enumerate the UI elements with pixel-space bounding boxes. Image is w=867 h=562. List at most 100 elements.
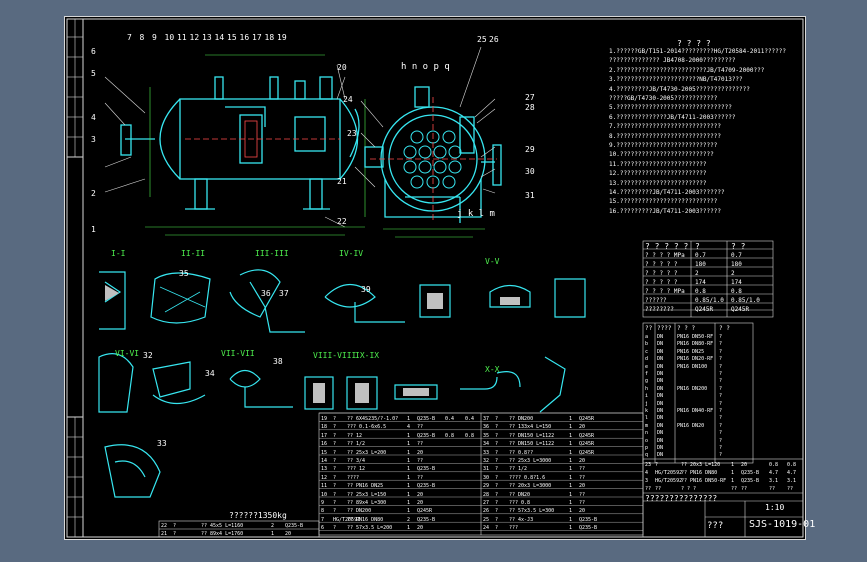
balloon-6: 6 — [91, 47, 96, 56]
bom-cell: ? — [495, 474, 499, 481]
balloon-10: 10 — [164, 33, 175, 42]
dimension-lines — [145, 54, 366, 236]
nozzle-table-header: ???? — [657, 325, 672, 332]
note-line: 11.???????????????????????? — [609, 160, 707, 168]
bom-cell: ?? 57x3.5 L=200 — [347, 525, 393, 532]
note-line: ?????GB/T4730-2005???????????? — [609, 95, 718, 102]
bom-cell: ??? 0.8 — [509, 500, 531, 506]
bom-cell: 20 — [579, 458, 586, 464]
nozzle-table-cell: ? — [719, 437, 723, 444]
note-line: 13.???????????????????????? — [609, 179, 707, 187]
bom-cell: 1 — [569, 416, 573, 422]
detail-views-row-2 — [98, 353, 566, 413]
tech-table-cell: 2 — [731, 270, 735, 277]
bom-cell: ? — [333, 458, 337, 464]
bom-cell: ? — [495, 508, 499, 515]
balloon-35: 35 — [179, 269, 189, 278]
title-row-cell: HG/T20592 — [655, 478, 683, 484]
bom-cell: 20 — [579, 508, 586, 515]
bom-cell: ? — [495, 516, 499, 523]
nozzle-table-cell: ? — [719, 408, 723, 414]
tech-table-cell: 180 — [731, 261, 742, 268]
bom-cell: 1 — [407, 416, 411, 422]
bom-cell: ?? 57x3.5 L=300 — [509, 508, 555, 515]
balloon-30: 30 — [525, 167, 535, 176]
side-view-bottom-letters: j k l m — [457, 209, 495, 219]
bom-cell: Q245R — [579, 449, 595, 456]
nozzle-table-cell: l — [645, 415, 649, 422]
bom-cell: 27 — [483, 500, 490, 506]
nozzle-table-cell: DN — [657, 430, 664, 437]
note-line: 12.???????????????????????? — [609, 170, 707, 178]
balloon-7: 7 — [127, 33, 132, 42]
balloon-5: 5 — [91, 69, 96, 78]
note-line: 7.????????????????????????????? — [609, 123, 721, 131]
nozzle-table-cell: DN — [657, 422, 664, 429]
scale: 1:10 — [765, 503, 785, 512]
balloon-27: 27 — [525, 93, 535, 102]
bom-cell: ? — [495, 458, 499, 464]
balloon-26: 26 — [489, 35, 499, 44]
title-header-cell: ?? — [731, 486, 738, 492]
section-label: III-III — [255, 249, 289, 258]
title-row-cell: 0.8 — [769, 462, 779, 468]
title-row-cell: 1 — [731, 462, 735, 468]
nozzle-table-cell: DN — [657, 348, 664, 355]
title-row-cell: Q235-B — [741, 478, 760, 484]
bom-cell: ? — [333, 441, 337, 448]
nozzle-table-cell: n — [645, 430, 649, 437]
bom-cell: ? — [495, 483, 499, 490]
bom-cell: Q245R — [579, 416, 595, 422]
bom-cell: 30 — [483, 474, 490, 481]
bom-cell: ? — [495, 424, 499, 431]
nozzle-table-cell: ? — [719, 385, 723, 392]
title-header-cell: ?? — [741, 486, 748, 492]
nozzle-table-cell: ? — [719, 445, 723, 451]
bom-cell: ?? 89x4 L=300 — [347, 500, 387, 506]
bom-cell: ?? — [417, 424, 424, 431]
title-row-cell: HG/T20592 — [655, 470, 683, 476]
tech-table-cell: ? ? ? ? MPa — [645, 252, 685, 259]
nozzle-table-cell: DN — [657, 415, 664, 422]
bom-cell: 20 — [417, 500, 424, 506]
nozzle-table-cell: DN — [657, 400, 664, 407]
note-line: 10.?????????????????????????? — [609, 151, 714, 159]
tech-table-cell: 0.85/1.0 — [731, 297, 760, 304]
nozzle-table-cell: m — [645, 422, 649, 429]
bom-bottom-cell: ? — [173, 531, 177, 537]
note-line: 15.??????????????????????????? — [609, 198, 718, 206]
note-line: 14.?????????JB/T4711-2003??????? — [609, 189, 725, 196]
balloon-36: 36 — [261, 289, 271, 298]
bom-cell: 36 — [483, 424, 490, 431]
bom-cell: Q245R — [579, 432, 595, 439]
nozzle-table-cell: DN — [657, 385, 664, 392]
nozzle-table-cell: ? — [719, 341, 723, 348]
balloon-9: 9 — [152, 33, 157, 42]
nozzle-table-cell: ? — [719, 422, 723, 429]
nozzle-table-cell: ? — [719, 356, 723, 363]
bom-cell: 12 — [321, 474, 328, 481]
nozzle-table-cell: DN — [657, 371, 664, 377]
nozzle-table-cell: DN — [657, 356, 664, 363]
bom-cell: 26 — [483, 508, 490, 515]
balloon-20: 20 — [337, 63, 347, 72]
nozzle-table-cell: g — [645, 378, 649, 385]
title-header-cell: ?? — [655, 486, 662, 492]
balloon-11: 11 — [177, 33, 187, 42]
bom-cell: 28 — [483, 491, 490, 498]
bom-cell: 34 — [483, 441, 490, 448]
bom-cell: 1 — [407, 500, 411, 506]
tech-table-cell: Q245R — [695, 306, 714, 313]
bom-cell: ?? — [579, 491, 586, 498]
bom-cell: Q235-B — [417, 516, 436, 523]
nozzle-table-cell: p — [645, 445, 649, 451]
note-line: 2.?????????????????????????JB/T4709-2000… — [609, 66, 765, 74]
tech-table-cell: 174 — [731, 279, 742, 286]
title-row-cell: ?? PN16 DN50-RF — [681, 478, 727, 484]
note-line: 16.?????????JB/T4711-2003?????? — [609, 207, 721, 215]
bom-bottom-cell: ? — [173, 523, 177, 529]
bom-cell: 0.8 — [465, 432, 475, 439]
bom-cell: ?? — [579, 466, 586, 473]
